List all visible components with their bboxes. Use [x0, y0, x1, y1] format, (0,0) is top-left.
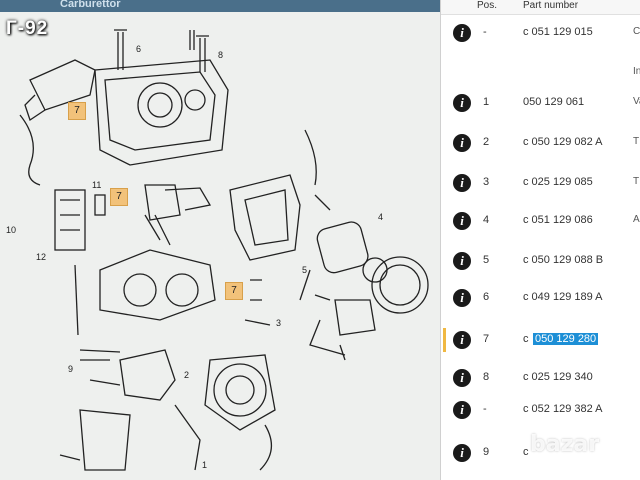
page-header-text: Carburettor [60, 0, 121, 10]
diagram-label: 10 [6, 225, 17, 235]
row-description: Ca [633, 26, 640, 37]
info-icon[interactable]: i [453, 401, 471, 419]
diagram-label: 9 [68, 364, 74, 374]
row-position: 5 [483, 254, 490, 266]
part-number[interactable]: c 051 129 015 [523, 26, 593, 38]
part-number[interactable]: c 025 129 085 [523, 176, 593, 188]
part-number[interactable]: c 050 129 082 A [523, 136, 603, 148]
table-row[interactable]: i- c 052 129 382 A [441, 397, 640, 425]
part-number[interactable]: c 025 129 340 [523, 371, 593, 383]
diagram-label: 8 [218, 50, 224, 60]
info-icon[interactable]: i [453, 174, 471, 192]
part-number[interactable]: 050 129 061 [523, 96, 585, 108]
row-description: A [633, 214, 640, 225]
callout-7[interactable]: 7 [110, 188, 128, 206]
diagram-label: 6 [136, 44, 142, 54]
column-header-pos: Pos. [477, 0, 498, 11]
diagram-label: 2 [184, 370, 190, 380]
row-position: - [483, 403, 487, 415]
watermark: bazar [530, 432, 600, 457]
table-row[interactable]: i- c 051 129 015 Ca [441, 20, 640, 48]
diagram-label: 12 [36, 252, 47, 262]
row-position: 4 [483, 214, 490, 226]
row-description: In [633, 66, 640, 77]
diagram-label: 1 [202, 460, 208, 470]
row-position: 2 [483, 136, 490, 148]
diagram-label: 11 [92, 180, 102, 190]
diagram-label: 4 [378, 212, 384, 222]
column-header-part-number: Part number [523, 0, 579, 11]
row-position: 6 [483, 291, 490, 303]
part-number[interactable]: c 052 129 382 A [523, 403, 603, 415]
part-number[interactable]: c 051 129 086 [523, 214, 593, 226]
row-position: 9 [483, 446, 490, 458]
info-icon[interactable]: i [453, 289, 471, 307]
row-description: T [633, 136, 640, 147]
callout-7[interactable]: 7 [225, 282, 243, 300]
table-row[interactable]: In [441, 60, 640, 88]
part-number[interactable]: c [523, 446, 529, 458]
table-row[interactable]: i1 050 129 061 Va [441, 90, 640, 118]
row-position: - [483, 26, 487, 38]
page-header: Carburettor [0, 0, 440, 12]
part-prefix: c [523, 333, 529, 345]
callout-7[interactable]: 7 [68, 102, 86, 120]
info-icon[interactable]: i [453, 252, 471, 270]
info-icon[interactable]: i [453, 369, 471, 387]
parts-table: Pos. Part number i-c 051 129 015CaIni105… [440, 0, 640, 480]
carburettor-drawing [19, 29, 429, 471]
info-icon[interactable]: i [453, 444, 471, 462]
row-position: 8 [483, 371, 490, 383]
part-number[interactable]: c 050 129 088 B [523, 254, 604, 266]
exploded-diagram: Carburettor Г-92 7 7 7 6 8 11 10 12 9 4 … [0, 0, 440, 471]
row-position: 7 [483, 333, 490, 345]
row-position: 1 [483, 96, 490, 108]
info-icon[interactable]: i [453, 24, 471, 42]
info-icon[interactable]: i [453, 134, 471, 152]
overlay-title: Г-92 [6, 18, 49, 39]
row-description: T [633, 176, 640, 187]
row-description: Va [633, 96, 640, 107]
diagram-label: 3 [276, 318, 282, 328]
part-number[interactable]: c 049 129 189 A [523, 291, 603, 303]
part-number[interactable]: 050 129 280 [533, 333, 599, 345]
row-position: 3 [483, 176, 490, 188]
table-header: Pos. Part number [441, 0, 640, 15]
diagram-label: 5 [302, 265, 308, 275]
selected-row-marker [443, 328, 446, 352]
info-icon[interactable]: i [453, 331, 471, 349]
info-icon[interactable]: i [453, 212, 471, 230]
info-icon[interactable]: i [453, 94, 471, 112]
